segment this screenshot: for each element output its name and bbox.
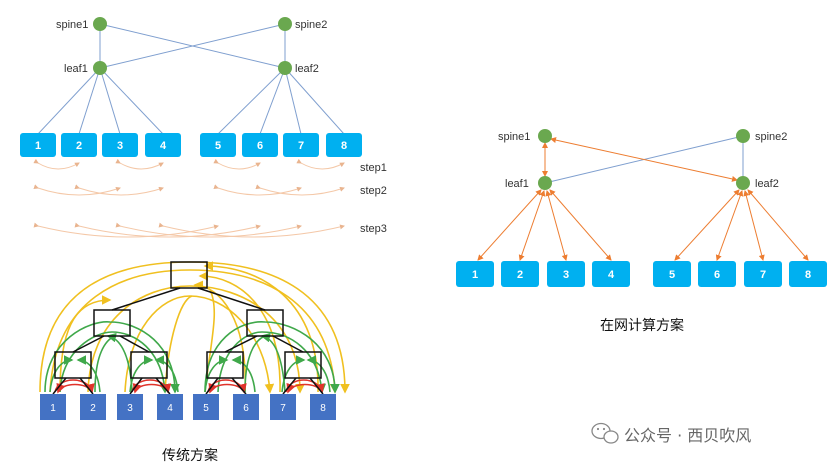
server-label: 3	[563, 269, 569, 281]
server-label: 5	[203, 403, 209, 414]
spine2-node	[736, 129, 750, 143]
spine1-node	[93, 17, 107, 31]
server-label: 8	[805, 269, 811, 281]
server-box	[40, 394, 66, 420]
server-box	[789, 261, 827, 287]
watermark: 公众号 · 西贝吹风	[591, 422, 751, 445]
server-label: 1	[50, 403, 56, 414]
left-topology: spine1 spine2 leaf1 leaf2 1 2 3 4 5 6 7 …	[20, 17, 387, 238]
server-label: 7	[280, 403, 286, 414]
server-box	[283, 133, 319, 157]
server-label: 2	[76, 140, 82, 152]
server-box	[270, 394, 296, 420]
spine2-label: spine2	[755, 131, 787, 143]
spine2-node	[278, 17, 292, 31]
traditional-caption: 传统方案	[162, 447, 218, 464]
in-network-scheme: spine1 spine2 leaf1 leaf2 1 2 3 4 5 6 7 …	[456, 129, 827, 334]
server-box	[310, 394, 336, 420]
server-box	[547, 261, 585, 287]
left-topology-links	[37, 23, 345, 135]
black-tree	[52, 261, 324, 395]
server-box	[501, 261, 539, 287]
leaf2-label: leaf2	[295, 63, 319, 75]
server-box	[233, 394, 259, 420]
server-box	[117, 394, 143, 420]
leaf1-label: leaf1	[505, 178, 529, 190]
server-label: 4	[167, 403, 173, 414]
leaf1-node	[538, 176, 552, 190]
leaf1-label: leaf1	[64, 63, 88, 75]
server-label: 8	[341, 140, 347, 152]
server-label: 4	[160, 140, 167, 152]
server-box	[61, 133, 97, 157]
right-server-row: 1 2 3 4 5 6 7 8	[456, 261, 827, 287]
server-label: 2	[517, 269, 523, 281]
server-box	[456, 261, 494, 287]
server-label: 6	[714, 269, 720, 281]
server-box	[102, 133, 138, 157]
server-box	[20, 133, 56, 157]
server-box	[200, 133, 236, 157]
server-label: 4	[608, 269, 615, 281]
leaf2-label: leaf2	[755, 178, 779, 190]
step2-label: step2	[360, 185, 387, 197]
step3-label: step3	[360, 223, 387, 235]
server-box	[145, 133, 181, 157]
server-label: 1	[472, 269, 478, 281]
server-label: 5	[669, 269, 675, 281]
tree-root-switch	[170, 261, 208, 289]
server-label: 7	[760, 269, 766, 281]
traditional-server-row: 1 2 3 4 5 6 7 8	[40, 394, 336, 420]
server-label: 8	[320, 403, 326, 414]
server-label: 1	[35, 140, 41, 152]
server-box	[157, 394, 183, 420]
server-label: 6	[257, 140, 263, 152]
server-box	[592, 261, 630, 287]
leaf2-node	[278, 61, 292, 75]
server-box	[193, 394, 219, 420]
server-box	[242, 133, 278, 157]
spine2-label: spine2	[295, 19, 327, 31]
server-box	[698, 261, 736, 287]
right-arrows	[477, 137, 809, 261]
server-box	[744, 261, 782, 287]
watermark-text: 公众号 · 西贝吹风	[624, 426, 751, 445]
server-box	[80, 394, 106, 420]
traditional-scheme: 1 2 3 4 5 6 7 8 传统方案	[39, 261, 350, 464]
server-box	[653, 261, 691, 287]
server-label: 2	[90, 403, 96, 414]
spine1-label: spine1	[498, 131, 530, 143]
wechat-icon	[591, 422, 619, 444]
server-label: 3	[117, 140, 123, 152]
step-arcs	[33, 158, 345, 238]
server-label: 7	[298, 140, 304, 152]
server-label: 3	[127, 403, 133, 414]
leaf1-node	[93, 61, 107, 75]
left-top-server-row: 1 2 3 4 5 6 7 8	[20, 133, 362, 157]
step1-label: step1	[360, 162, 387, 174]
server-label: 5	[215, 140, 221, 152]
server-box	[326, 133, 362, 157]
server-label: 6	[243, 403, 249, 414]
spine1-node	[538, 129, 552, 143]
in-network-caption: 在网计算方案	[600, 317, 684, 334]
leaf2-node	[736, 176, 750, 190]
spine1-label: spine1	[56, 19, 88, 31]
